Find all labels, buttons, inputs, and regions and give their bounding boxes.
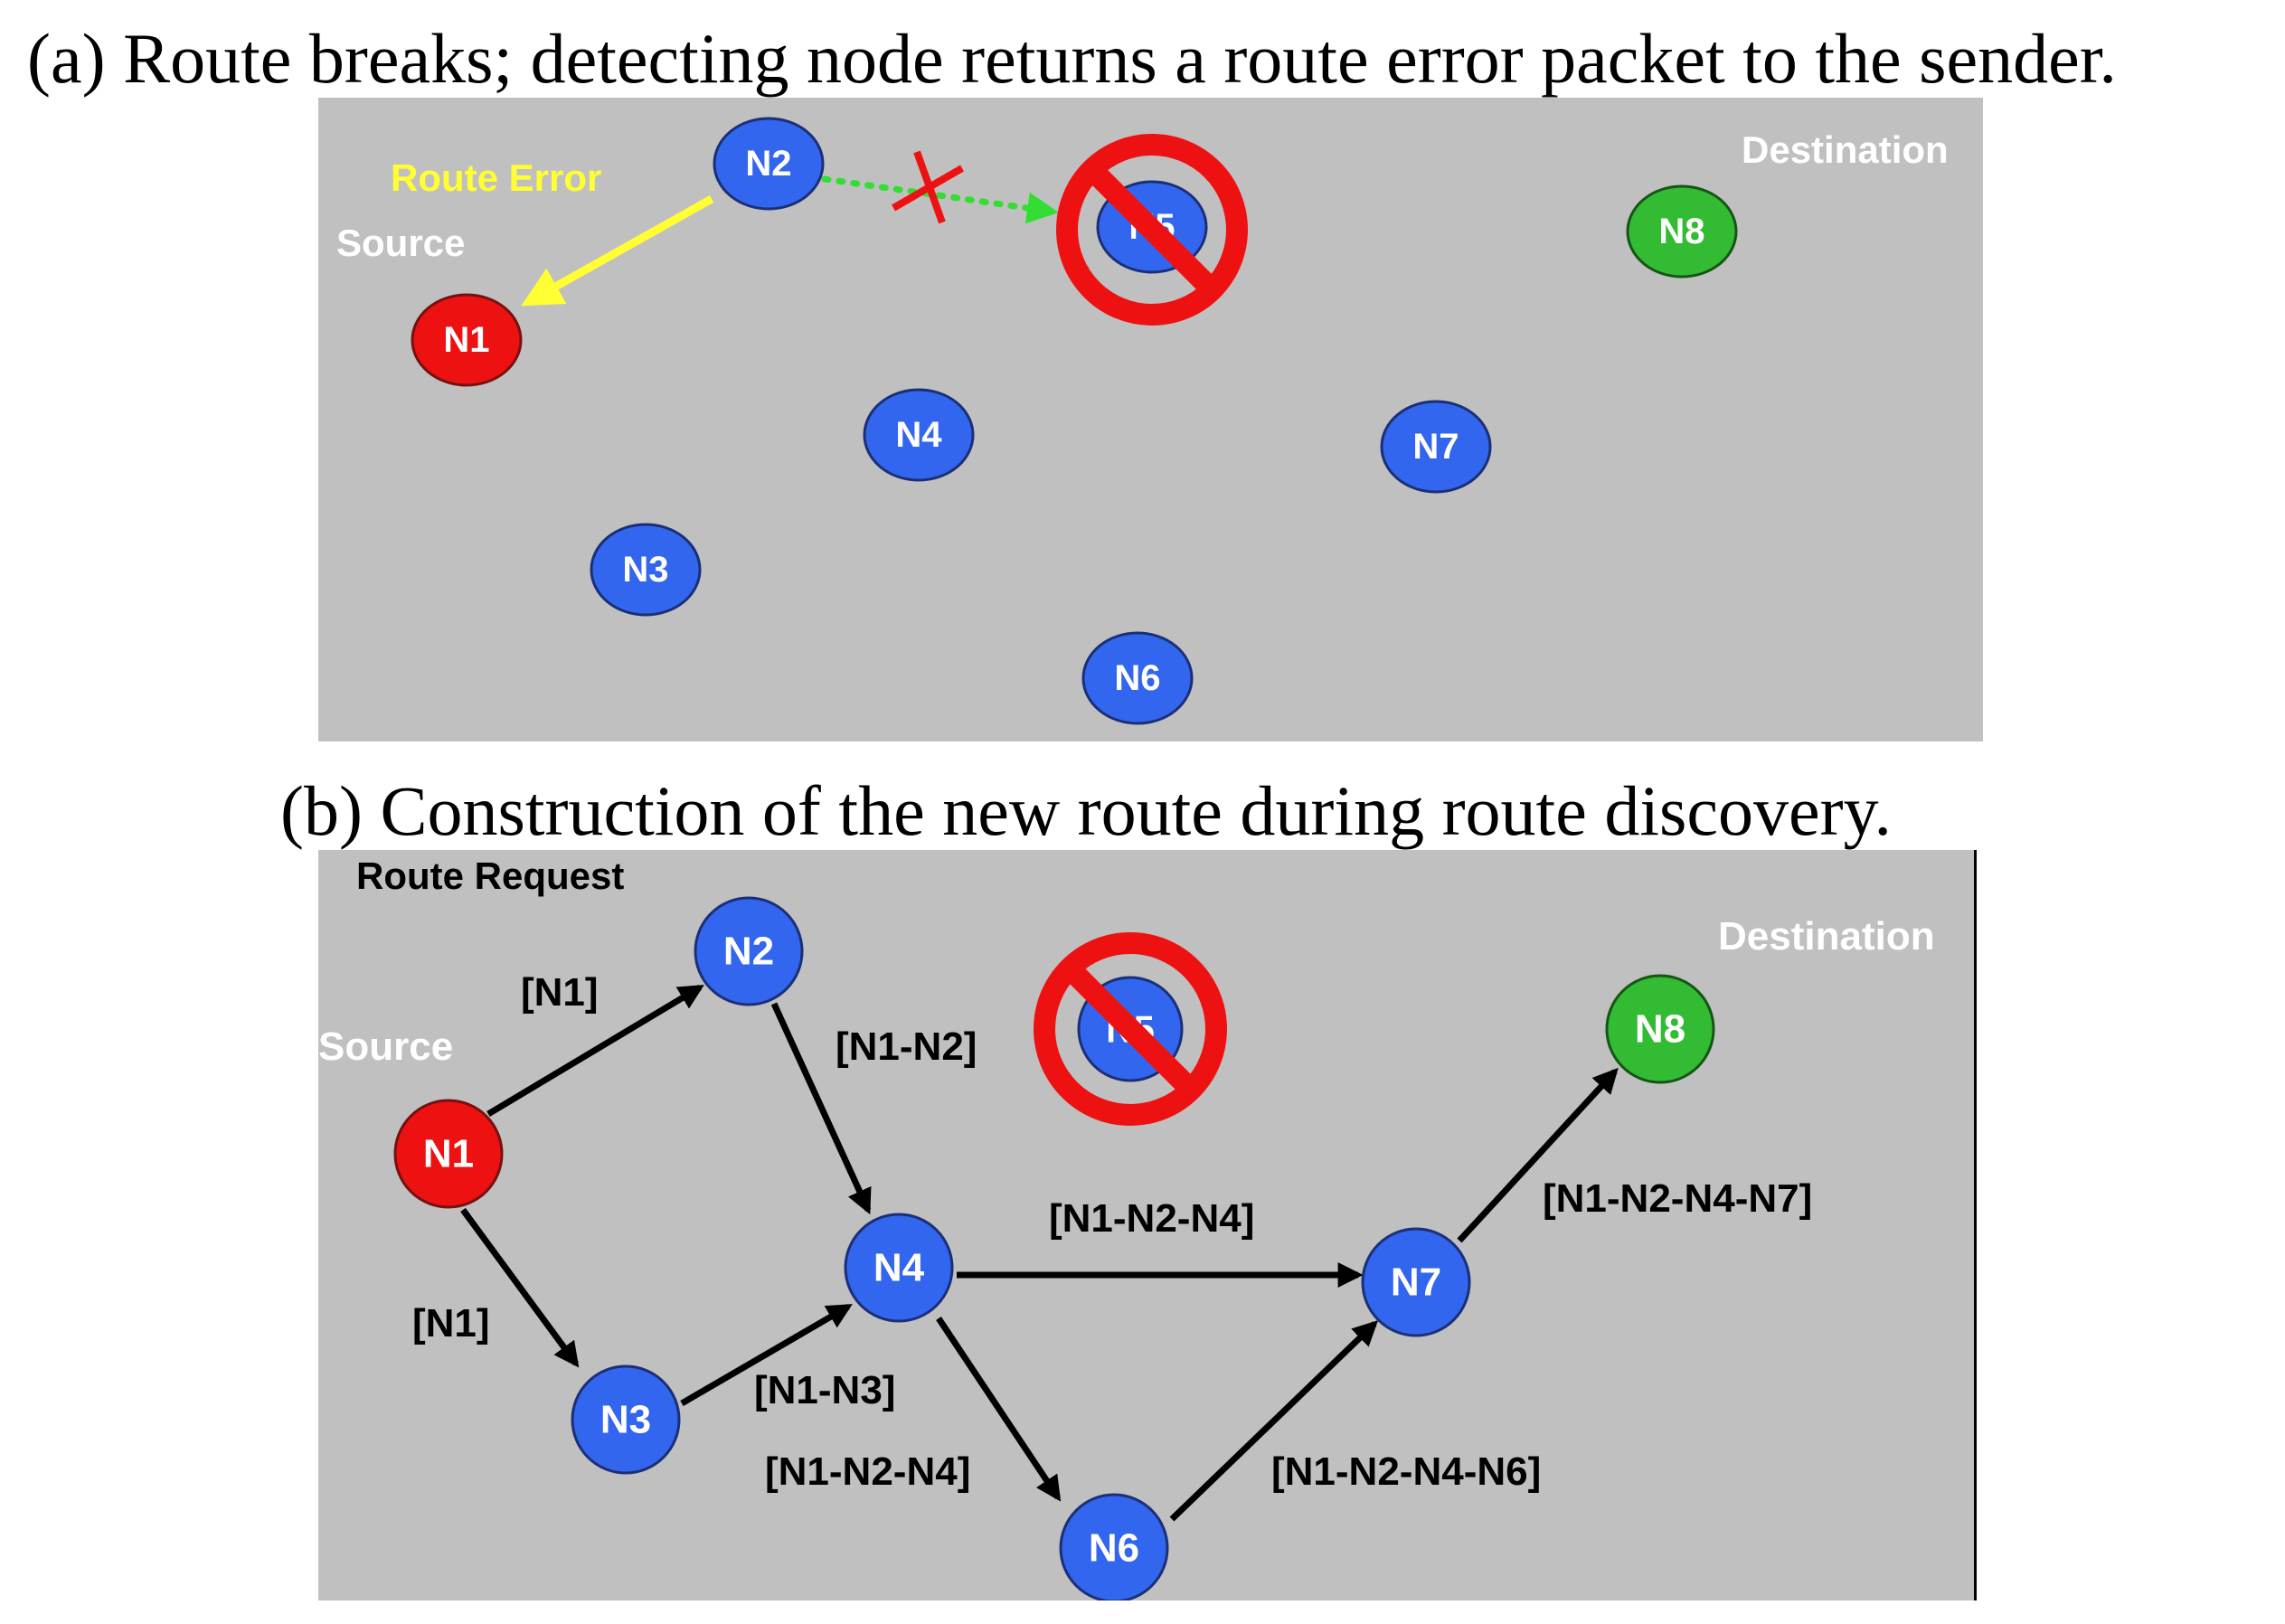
caption-b: (b) Construction of the new route during…: [280, 771, 1893, 850]
node-n7: N7: [1380, 400, 1492, 494]
destination-label: Destination: [1742, 128, 1949, 171]
node-n3: N3: [571, 1364, 681, 1475]
forbidden-sign-icon: [1034, 932, 1227, 1126]
edge-n7-n8: [1457, 1067, 1619, 1243]
svg-text:N7: N7: [1391, 1260, 1441, 1305]
route-error-arrow: [521, 195, 714, 307]
node-n6: N6: [1059, 1493, 1169, 1600]
svg-text:N2: N2: [745, 144, 791, 184]
svg-text:N4: N4: [895, 415, 942, 455]
edge-label-n2-n4: [N1-N2]: [836, 1024, 977, 1069]
route-request-label: Route Request: [356, 854, 624, 897]
panel-route-error: Route Error Source Destination N2 N5 N8 …: [318, 98, 1983, 741]
source-label: Source: [318, 1024, 453, 1069]
edge-n4-n6: [936, 1317, 1062, 1502]
edge-n2-n4: [770, 1002, 872, 1215]
node-n2: N2: [713, 117, 825, 211]
node-n2: N2: [694, 896, 804, 1006]
svg-text:N3: N3: [600, 1398, 651, 1442]
node-n3: N3: [590, 523, 702, 617]
svg-text:N1: N1: [443, 320, 489, 360]
source-label: Source: [336, 222, 465, 264]
edge-n3-n4: [680, 1303, 853, 1407]
edge-label-n3-n4: [N1-N3]: [754, 1368, 895, 1412]
edge-label-n1-n2: [N1]: [521, 970, 599, 1015]
route-discovery-diagram: Route Request Source Destination [N1] [N…: [318, 854, 1935, 1600]
edge-n1-n3: [460, 1207, 580, 1368]
node-n1: N1: [411, 293, 523, 387]
edge-label-n4-n7: [N1-N2-N4]: [1049, 1196, 1254, 1241]
panel-route-discovery: Route Request Source Destination [N1] [N…: [318, 850, 1977, 1600]
node-n1: N1: [393, 1099, 504, 1209]
node-n4: N4: [844, 1213, 954, 1323]
edge-label-n1-n3: [N1]: [412, 1301, 490, 1345]
broken-link-arrow: [821, 175, 1059, 224]
svg-text:N6: N6: [1114, 658, 1160, 698]
node-n8: N8: [1626, 184, 1738, 279]
svg-text:N3: N3: [622, 550, 668, 590]
edge-n1-n2: [486, 984, 704, 1118]
edge-label-n7-n8: [N1-N2-N4-N7]: [1543, 1176, 1812, 1221]
svg-text:N6: N6: [1089, 1526, 1139, 1571]
svg-text:N2: N2: [723, 930, 774, 974]
node-n8: N8: [1605, 974, 1715, 1084]
edge-n6-n7: [1169, 1320, 1379, 1522]
break-cross-icon: [891, 150, 965, 224]
svg-text:N4: N4: [873, 1246, 925, 1290]
caption-a: (a) Route breaks; detecting node returns…: [27, 19, 2117, 98]
forbidden-sign-icon: [1056, 134, 1248, 326]
svg-text:N8: N8: [1658, 212, 1704, 251]
svg-text:N1: N1: [423, 1132, 474, 1176]
svg-text:N7: N7: [1412, 427, 1459, 467]
node-n4: N4: [863, 388, 975, 482]
edge-label-n4-n6: [N1-N2-N4]: [765, 1449, 970, 1494]
node-n6: N6: [1081, 631, 1194, 725]
svg-text:N8: N8: [1635, 1007, 1685, 1052]
node-n7: N7: [1361, 1227, 1471, 1337]
destination-label: Destination: [1718, 914, 1935, 958]
route-error-label: Route Error: [391, 156, 601, 199]
route-error-diagram: Route Error Source Destination N2 N5 N8 …: [336, 117, 1949, 725]
edge-label-n6-n7: [N1-N2-N4-N6]: [1271, 1449, 1541, 1494]
